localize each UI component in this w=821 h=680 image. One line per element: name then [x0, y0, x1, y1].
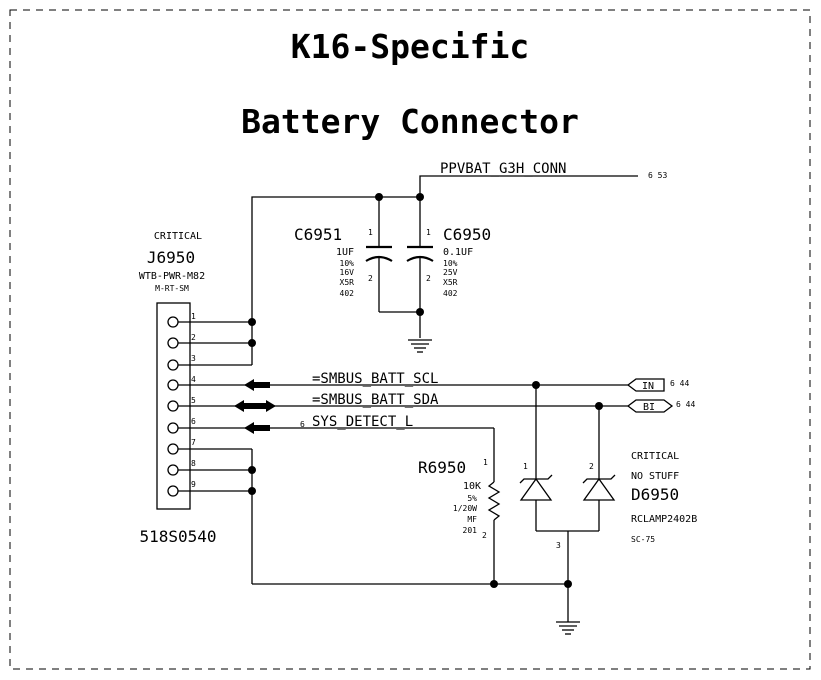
ppvbat-net	[251, 175, 638, 322]
sys-detect-ref: 6	[300, 420, 305, 429]
connector-pin-3: 3	[191, 354, 196, 363]
c6951-spec-dielectric: X5R	[340, 278, 355, 287]
smbus-sda-label: =SMBUS_BATT_SDA	[312, 392, 439, 408]
port-bi-ref: 6 44	[676, 400, 695, 409]
capacitor-c6950-symbol	[406, 245, 434, 338]
d6950-critical: CRITICAL	[631, 451, 679, 462]
d6950-pin2: 2	[589, 462, 594, 471]
d6950-pin1: 1	[523, 462, 528, 471]
c6950-pin1: 1	[426, 228, 431, 237]
connector-part: WTB-PWR-M82	[139, 271, 205, 282]
c6950-spec-size: 402	[443, 289, 458, 298]
connector-partnum: 518S0540	[139, 527, 216, 546]
c6951-spec-tolerance: 10%	[340, 259, 355, 268]
connector-pin-circles	[167, 316, 179, 497]
r6950-spec-size: 201	[463, 526, 478, 535]
port-bi-sda	[626, 399, 674, 413]
connector-pin-7: 7	[191, 438, 196, 447]
c6950-spec-dielectric: X5R	[443, 278, 458, 287]
connector-pin-8: 8	[191, 459, 196, 468]
r6950-refdes: R6950	[418, 458, 466, 477]
r6950-pin2: 2	[482, 531, 487, 540]
c6951-value: 1UF	[336, 247, 354, 258]
title-line-2: Battery Connector	[241, 102, 579, 141]
connector-refdes: J6950	[147, 248, 195, 267]
r6950-spec-power: 1/20W	[453, 504, 477, 513]
connector-pin-5: 5	[191, 396, 196, 405]
port-in-ref: 6 44	[670, 379, 689, 388]
connector-pin-2: 2	[191, 333, 196, 342]
c6950-pin2: 2	[426, 274, 431, 283]
d6950-nostuff: NO STUFF	[631, 471, 679, 482]
smbus-scl-label: =SMBUS_BATT_SCL	[312, 371, 438, 387]
c6951-spec-voltage: 16V	[340, 268, 355, 277]
r6950-pin1: 1	[483, 458, 488, 467]
sys-detect-net	[244, 422, 495, 482]
c6951-pin1: 1	[368, 228, 373, 237]
r6950-spec-type: MF	[467, 515, 477, 524]
connector-pin-4: 4	[191, 375, 196, 384]
r6950-value: 10K	[463, 481, 481, 492]
c6950-spec-voltage: 25V	[443, 268, 458, 277]
capacitor-c6951-symbol	[365, 245, 393, 312]
d6950-refdes: D6950	[631, 485, 679, 504]
smbus-sda-net	[234, 400, 628, 412]
sys-detect-label: SYS_DETECT_L	[312, 414, 413, 430]
ground-net	[252, 580, 572, 588]
connector-pin-leads	[178, 318, 256, 584]
ppvbat-ref: 6 53	[648, 171, 667, 180]
connector-pin-9: 9	[191, 480, 196, 489]
c6950-refdes: C6950	[443, 225, 491, 244]
port-in-scl	[626, 378, 665, 392]
sheet-border	[9, 9, 811, 670]
connector-pin-6: 6	[191, 417, 196, 426]
connector-pin-1: 1	[191, 312, 196, 321]
title-line-1: K16-Specific	[291, 27, 529, 66]
c6951-pin2: 2	[368, 274, 373, 283]
d6950-package: SC-75	[631, 535, 655, 544]
connector-critical: CRITICAL	[154, 231, 202, 242]
d6950-pin3: 3	[556, 541, 561, 550]
port-bi-label: BI	[643, 402, 655, 413]
ppvbat-net-label: PPVBAT_G3H_CONN	[440, 161, 566, 177]
d6950-part: RCLAMP2402B	[631, 514, 697, 525]
resistor-r6950-symbol	[487, 481, 501, 584]
diode-d6950-symbol	[519, 385, 616, 622]
c6951-spec-size: 402	[340, 289, 355, 298]
ground-symbol-caps	[408, 339, 432, 353]
r6950-spec-tolerance: 5%	[467, 494, 477, 503]
ground-symbol-bottom	[556, 621, 580, 635]
c6950-value: 0.1UF	[443, 247, 473, 258]
c6951-refdes: C6951	[294, 225, 342, 244]
connector-package: M-RT-SM	[155, 284, 189, 293]
port-in-label: IN	[642, 381, 654, 392]
c6950-spec-tolerance: 10%	[443, 259, 458, 268]
